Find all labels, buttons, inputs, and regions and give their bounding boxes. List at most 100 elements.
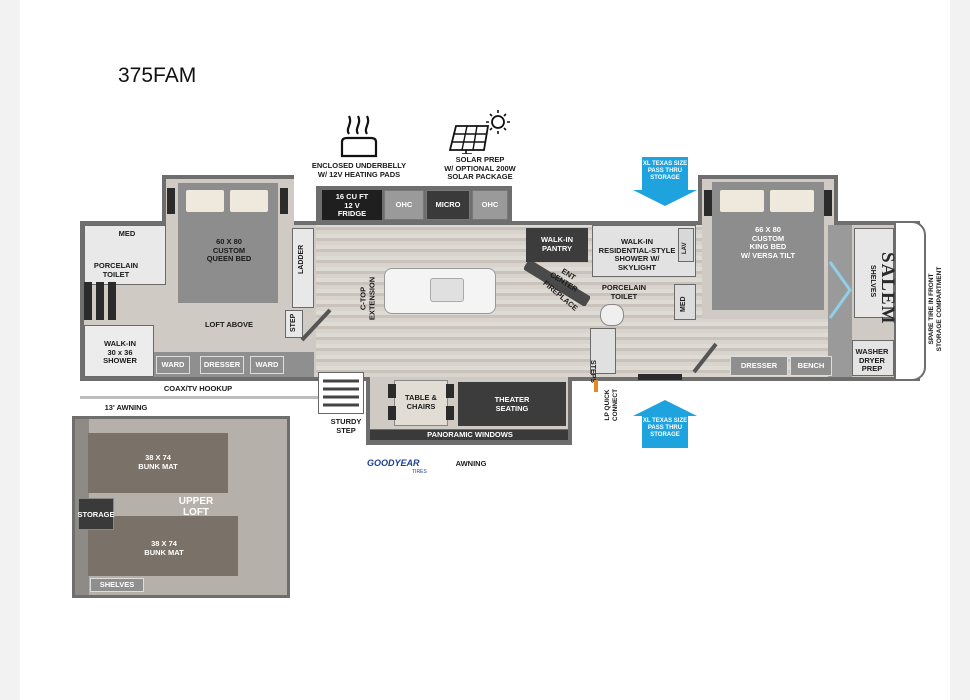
front-lav	[678, 228, 694, 262]
ladder	[292, 228, 314, 308]
front-dresser	[730, 356, 788, 376]
wardrobe-right	[250, 356, 284, 374]
front-closet	[828, 225, 852, 377]
porcelain-toilet-right-label: PORCELAIN TOILET	[601, 283, 647, 301]
solar-panel-icon	[448, 108, 510, 155]
walkin-pantry-label: WALK-IN PANTRY	[540, 235, 574, 253]
loft-storage	[78, 498, 114, 530]
loft-storage-label: STORAGE	[77, 510, 115, 519]
pass-thru-storage-label-top: XL TEXAS SIZE PASS THRU STORAGE	[642, 161, 688, 181]
sturdy-step-label: STURDY STEP	[330, 417, 362, 435]
rear-bath	[84, 225, 166, 285]
rear-window-2	[96, 282, 104, 320]
fridge	[322, 190, 382, 220]
front-slide-window-right	[824, 190, 832, 216]
wardrobe-right-label: WARD	[255, 360, 279, 369]
rear-window-1	[84, 282, 92, 320]
step-label: STEP	[290, 313, 297, 332]
walkin-pantry	[526, 228, 588, 262]
floorplan-card: 375FAM ENCLOSED UNDERBELLY W/ 12V HEATIN…	[20, 0, 950, 700]
ladder-label: LADDER	[298, 244, 305, 274]
wardrobe-left-label: WARD	[161, 360, 185, 369]
rear-slide-window-right	[280, 188, 288, 214]
salem-logo: SALEM	[877, 252, 898, 325]
ctop-extension-label: C-TOP EXTENSION	[358, 276, 377, 321]
walkin-shower	[84, 325, 154, 377]
washer-dryer-prep	[852, 340, 894, 376]
theater-seating-label: THEATER SEATING	[494, 395, 530, 413]
wardrobe-left	[156, 356, 190, 374]
heating-icon	[336, 108, 382, 160]
ohc-right-label: OHC	[481, 200, 499, 209]
front-shelves	[854, 228, 894, 318]
arrow-up-icon	[633, 400, 697, 416]
king-bed-label: 66 X 80 CUSTOM KING BED W/ VERSA TILT	[740, 225, 796, 260]
front-slide-window-left	[704, 190, 712, 216]
king-pillow-left	[720, 190, 764, 212]
closet-door-lines	[828, 260, 852, 320]
pass-thru-storage-badge-bottom	[642, 414, 688, 448]
microwave	[426, 190, 470, 220]
table-chairs-label: TABLE & CHAIRS	[405, 393, 437, 411]
loft-shelves	[90, 578, 144, 592]
theater-seating	[458, 382, 566, 426]
med-label-left: MED	[118, 229, 136, 238]
chair-4	[446, 406, 454, 420]
front-dresser-label: DRESSER	[740, 361, 778, 370]
dresser-rear-label: DRESSER	[203, 360, 241, 369]
ohc-left-label: OHC	[395, 200, 413, 209]
goodyear-logo: GOODYEAR	[367, 458, 420, 468]
bedroom-door	[300, 306, 334, 342]
pass-thru-door-bottom	[638, 374, 682, 380]
pass-thru-storage-label-bottom: XL TEXAS SIZE PASS THRU STORAGE	[642, 418, 688, 438]
front-toilet	[600, 304, 624, 326]
dresser-rear	[200, 356, 244, 374]
king-pillow-right	[770, 190, 814, 212]
rear-window-3	[108, 282, 116, 320]
awning-line-13	[80, 396, 320, 399]
spare-tire-label: SPARE TIRE IN FRONT STORAGE COMPARTMENT	[928, 266, 943, 352]
island-sink	[430, 278, 464, 302]
ent-center	[522, 258, 592, 308]
front-bedroom-door	[692, 340, 720, 374]
microwave-label: MICRO	[435, 200, 461, 209]
queen-pillow-left	[186, 190, 224, 212]
lp-connector	[594, 380, 598, 392]
awning-13-label: 13' AWNING	[104, 403, 148, 412]
residential-shower-label: WALK-IN RESIDENTIAL-STYLE SHOWER W/ SKYL…	[598, 237, 676, 272]
shelves-label: SHELVES	[869, 265, 876, 298]
goodyear-tires-label: TIRES	[412, 469, 427, 475]
front-bench	[790, 356, 832, 376]
solar-feature-label: SOLAR PREP W/ OPTIONAL 200W SOLAR PACKAG…	[444, 155, 516, 181]
entry-steps	[590, 328, 616, 374]
bunk-mat-top-label: 38 X 74 BUNK MAT	[138, 453, 178, 471]
ohc-left	[384, 190, 424, 220]
front-cap	[894, 221, 926, 381]
chair-1	[388, 384, 396, 398]
lp-quick-connect-label: LP QUICK CONNECT	[604, 388, 619, 422]
bedroom-step	[285, 310, 303, 338]
chair-3	[446, 384, 454, 398]
front-med	[674, 284, 696, 320]
upper-loft-label: UPPER LOFT	[178, 496, 214, 518]
chair-2	[388, 406, 396, 420]
fridge-label: 16 CU FT 12 V FRIDGE	[335, 192, 369, 218]
dining-table	[394, 380, 448, 426]
ohc-right	[472, 190, 508, 220]
panoramic-windows-label: PANORAMIC WINDOWS	[427, 430, 513, 439]
awning-label: AWNING	[455, 459, 487, 468]
bunk-mat-bottom-label: 38 X 74 BUNK MAT	[144, 539, 184, 557]
coax-label: COAX/TV HOOKUP	[163, 384, 233, 393]
model-name: 375FAM	[118, 64, 197, 87]
lav-label: LAV	[682, 242, 688, 254]
sturdy-step	[318, 372, 364, 414]
loft-shelves-label: SHELVES	[99, 580, 135, 589]
queen-pillow-right	[230, 190, 268, 212]
queen-bed-label: 60 X 80 CUSTOM QUEEN BED	[206, 237, 252, 263]
rear-slide-window-left	[167, 188, 175, 214]
washer-dryer-label: WASHER DRYER PREP	[855, 347, 889, 373]
panoramic-window	[370, 430, 568, 440]
porcelain-toilet-left-label: PORCELAIN TOILET	[93, 261, 139, 279]
pass-thru-storage-badge-top	[642, 157, 688, 191]
loft-above-label: LOFT ABOVE	[204, 320, 254, 329]
